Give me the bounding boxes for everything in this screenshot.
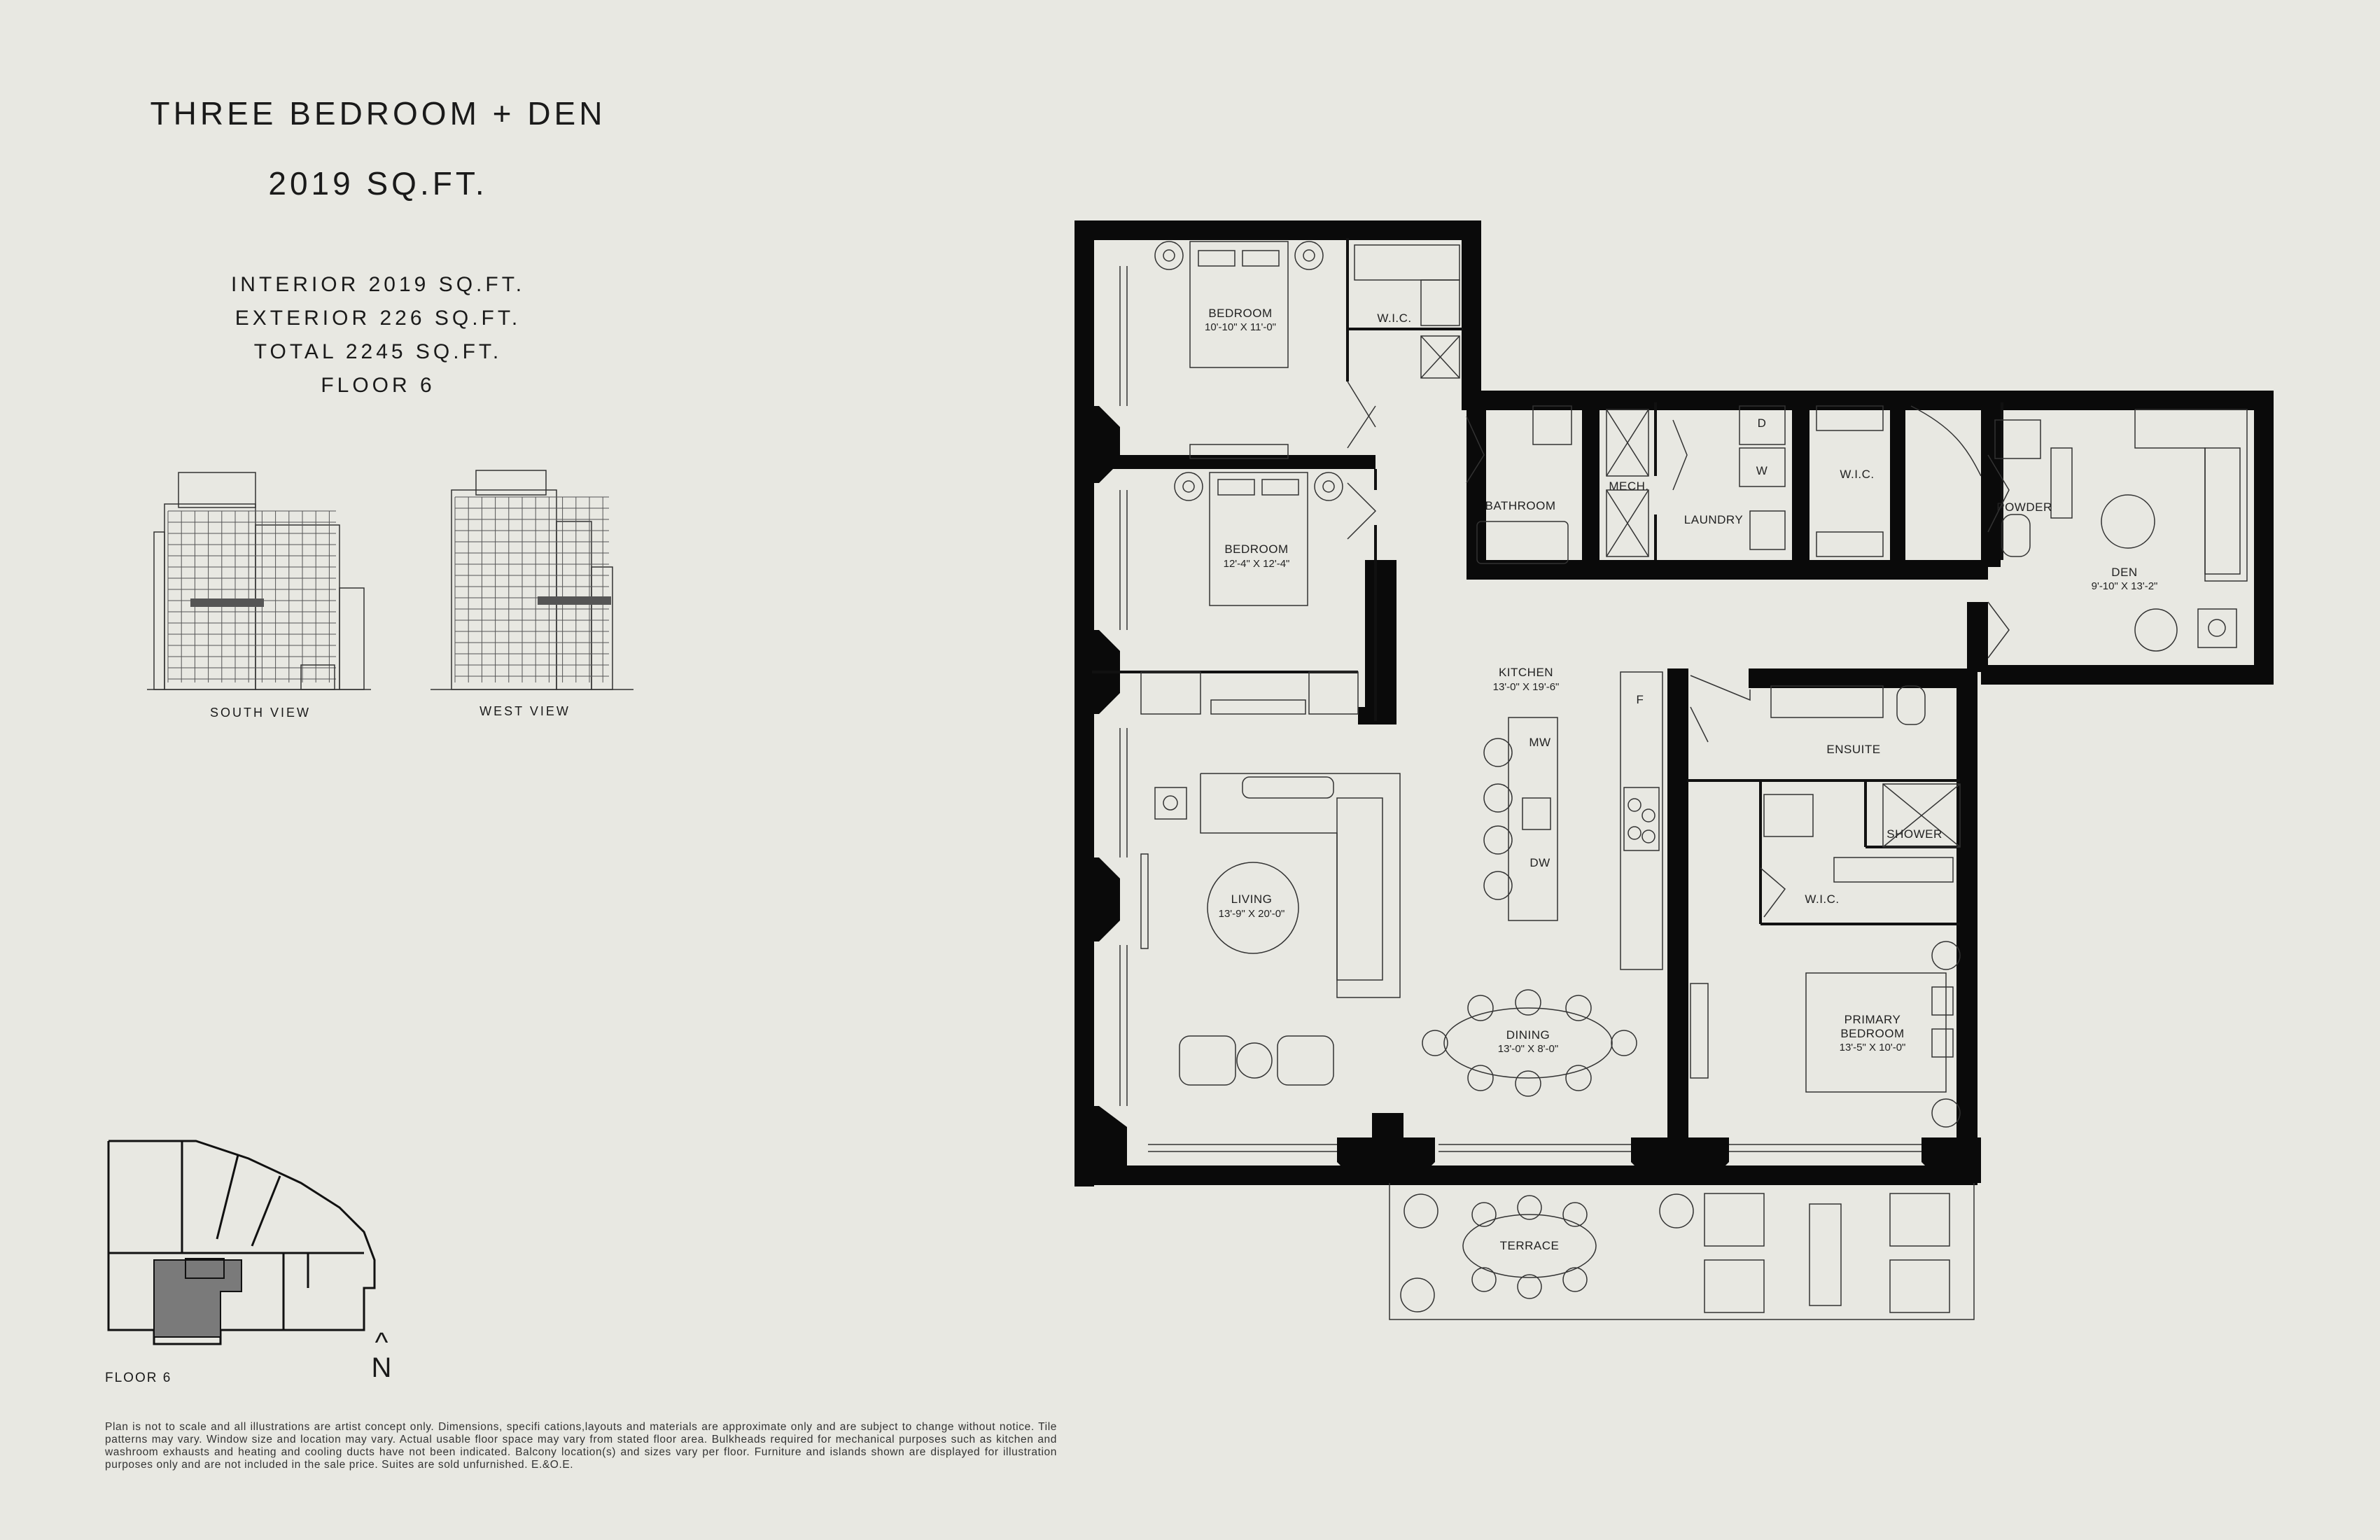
dining-dim: 13'-0" X 8'-0"	[1498, 1043, 1558, 1055]
key-plan-drawing	[107, 1140, 376, 1345]
mech-label: MECH.	[1609, 479, 1648, 493]
total-area: TOTAL 2245 SQ.FT.	[253, 340, 503, 363]
service-fixtures	[1476, 405, 2073, 564]
primary-bedroom-label-2: BEDROOM	[1840, 1027, 1904, 1040]
interior-partitions	[1092, 238, 2003, 925]
kitchen-fixtures	[1483, 671, 1663, 970]
north-arrow: ^ N	[368, 1327, 396, 1383]
dining-label: DINING	[1506, 1028, 1550, 1042]
north-arrow-icon: ^	[374, 1327, 388, 1358]
terrace-furniture	[1389, 1183, 1975, 1320]
dishwasher-label: DW	[1530, 856, 1550, 869]
fridge-label: F	[1637, 693, 1644, 706]
highlighted-unit	[153, 1259, 242, 1338]
terrace-label: TERRACE	[1500, 1239, 1560, 1252]
primary-bedroom-dim: 13'-5" X 10'-0"	[1840, 1042, 1906, 1054]
powder-label: POWDER	[1996, 500, 2052, 514]
north-arrow-letter: N	[371, 1352, 392, 1383]
microwave-label: MW	[1529, 736, 1550, 749]
disclaimer-text: Plan is not to scale and all illustratio…	[105, 1421, 1057, 1471]
dining-furniture	[1422, 989, 1637, 1097]
wic-2-label: W.I.C.	[1840, 468, 1874, 481]
den-label: DEN	[2111, 566, 2137, 579]
unit-area-title: 2019 SQ.FT.	[268, 165, 488, 202]
room-labels: BEDROOM 10'-10" X 11'-0" W.I.C. BEDROOM …	[1205, 307, 2157, 1252]
exterior-walls	[1074, 220, 2274, 1186]
bedroom-2-furniture	[1140, 472, 1359, 715]
shower-label: SHOWER	[1886, 827, 1942, 841]
wic-3-label: W.I.C.	[1805, 892, 1839, 906]
doors	[1347, 381, 2010, 918]
bathroom-label: BATHROOM	[1485, 499, 1556, 512]
bedroom-2-label: BEDROOM	[1224, 542, 1288, 556]
unit-type-title: THREE BEDROOM + DEN	[150, 95, 606, 132]
south-view-label: SOUTH VIEW	[209, 706, 311, 720]
interior-area: INTERIOR 2019 SQ.FT.	[230, 273, 526, 296]
living-dim: 13'-9" X 20'-0"	[1219, 908, 1285, 920]
living-furniture	[1140, 773, 1401, 1086]
bedroom-1-dim: 10'-10" X 11'-0"	[1205, 321, 1276, 333]
kitchen-dim: 13'-0" X 19'-6"	[1493, 681, 1560, 693]
floor-number: FLOOR 6	[321, 374, 435, 397]
west-view-label: WEST VIEW	[479, 704, 570, 718]
windows	[1119, 266, 1921, 1152]
primary-bedroom-label: PRIMARY	[1844, 1013, 1901, 1026]
key-plan-floor-label: FLOOR 6	[105, 1371, 172, 1385]
south-elevation-drawing	[147, 472, 371, 690]
bedroom-1-label: BEDROOM	[1208, 307, 1272, 320]
laundry-dryer-label: D	[1758, 416, 1767, 430]
laundry-washer-label: W	[1756, 464, 1768, 477]
primary-suite-fixtures	[1690, 685, 1961, 1128]
wic-1-label: W.I.C.	[1377, 312, 1411, 325]
den-furniture	[2101, 409, 2248, 652]
living-label: LIVING	[1231, 892, 1273, 906]
den-dim: 9'-10" X 13'-2"	[2092, 580, 2158, 592]
exterior-area: EXTERIOR 226 SQ.FT.	[234, 307, 522, 330]
bedroom-1-furniture	[1154, 241, 1460, 459]
laundry-label: LAUNDRY	[1684, 513, 1743, 526]
ensuite-label: ENSUITE	[1826, 743, 1880, 756]
bedroom-2-dim: 12'-4" X 12'-4"	[1224, 558, 1290, 570]
kitchen-label: KITCHEN	[1499, 666, 1553, 679]
west-elevation-drawing	[430, 470, 634, 690]
